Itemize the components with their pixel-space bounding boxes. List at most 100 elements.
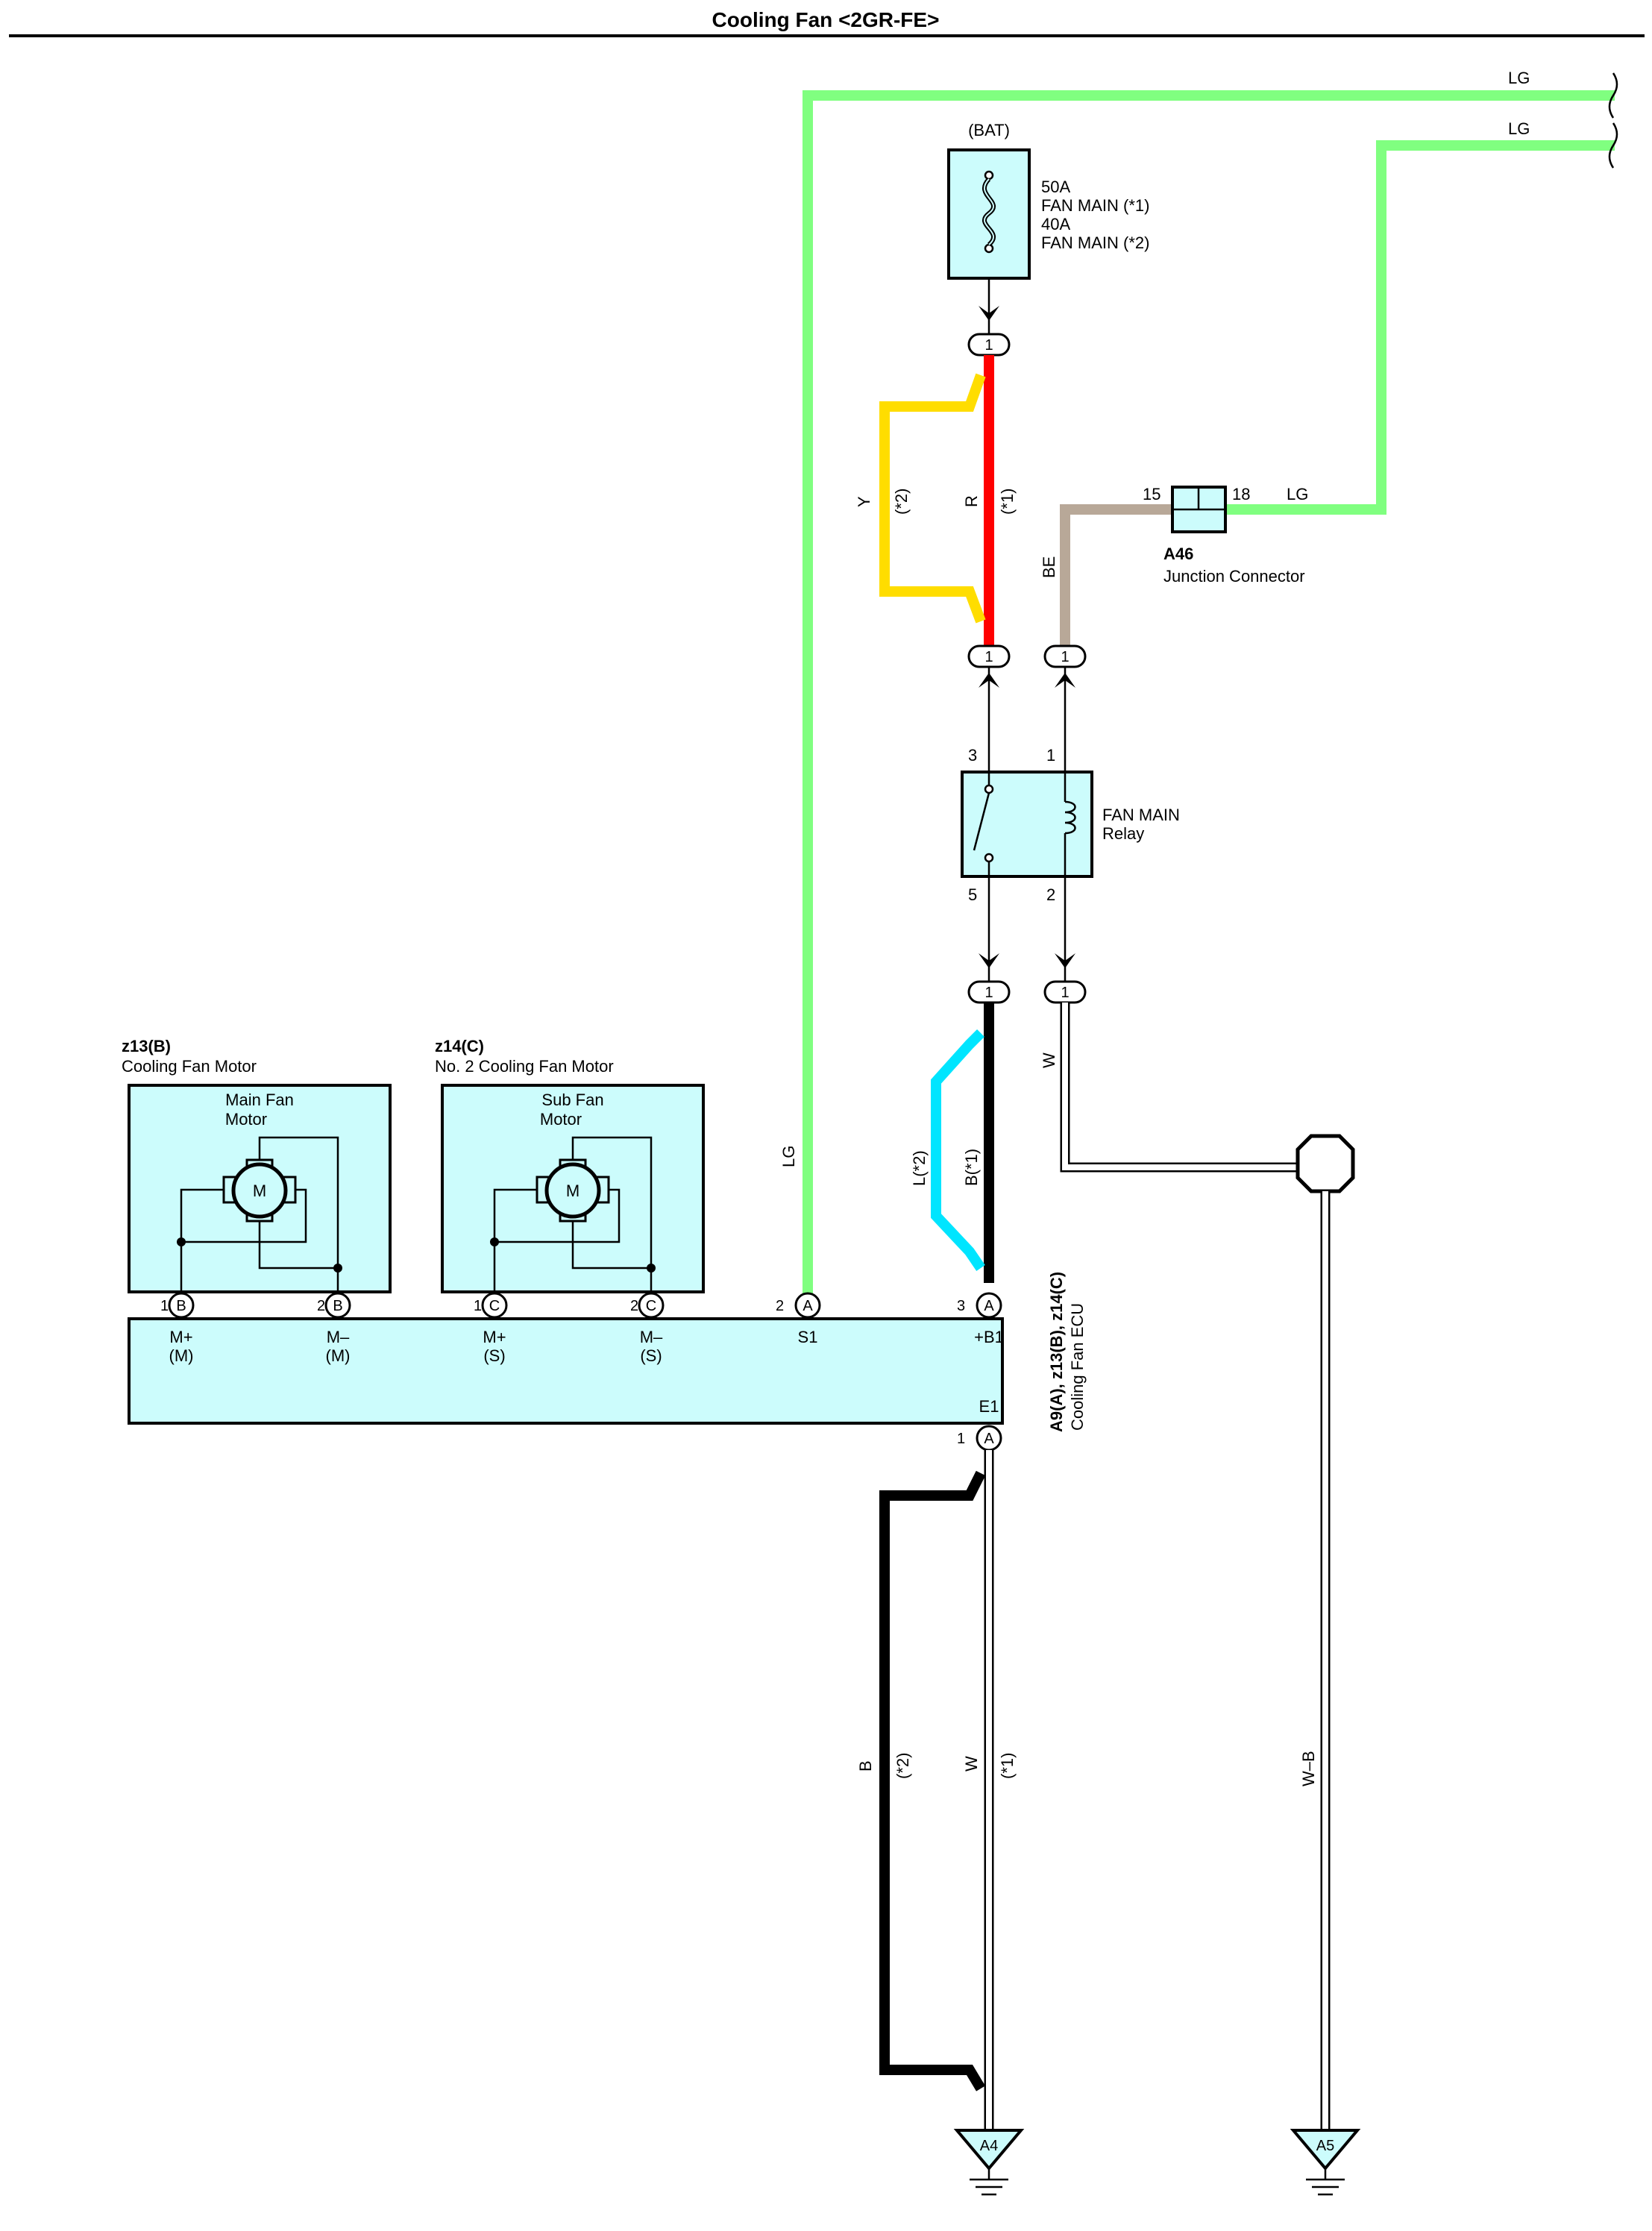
fuse-name-2: FAN MAIN (*2) — [1041, 233, 1149, 252]
fuse-rating-1: 50A — [1041, 178, 1070, 196]
relay-pin3: 3 — [968, 746, 977, 765]
ecu-terminal-sub: (M) — [326, 1346, 351, 1365]
ecu-terminal-conn: B — [176, 1298, 186, 1314]
relay-pin5: 5 — [968, 885, 977, 904]
wire-l — [931, 1029, 985, 1271]
relay-name-2: Relay — [1102, 824, 1144, 843]
wire-label-y: Y — [855, 496, 873, 507]
motor-sub-inner-1: Sub Fan — [541, 1091, 603, 1109]
wire-label-lg-top: LG — [1508, 69, 1530, 87]
junction-pin-left: 15 — [1143, 485, 1161, 503]
ecu-terminal-circle — [481, 1292, 508, 1319]
junction-name: Junction Connector — [1163, 567, 1305, 586]
diagram-title: Cooling Fan <2GR-FE> — [712, 8, 940, 31]
wire-label-wb: W–B — [1299, 1751, 1318, 1786]
fuse-rating-2: 40A — [1041, 215, 1070, 233]
ecu-terminal-conn: C — [646, 1298, 656, 1314]
motor-sub-circuit — [490, 1136, 656, 1304]
ecu-terminal-sub: (S) — [483, 1346, 505, 1365]
ecu-terminal-circle — [168, 1292, 195, 1319]
connector-relay-out-left-pin: 1 — [984, 985, 993, 1001]
ecu-terminal-circle — [638, 1292, 665, 1319]
motor-main-symbol-circle — [231, 1162, 288, 1219]
ecu-terminal-label: +B1 — [974, 1328, 1004, 1346]
wire-label-l: L(*2) — [910, 1150, 929, 1186]
wire-w-relay — [1060, 1002, 1305, 1173]
ecu-terminal-label: M+ — [483, 1328, 506, 1346]
ecu-terminal-pin: 3 — [957, 1298, 965, 1314]
junction-code: A46 — [1163, 545, 1193, 563]
ecu-terminal-label: S1 — [798, 1328, 818, 1346]
motor-main-name: Cooling Fan Motor — [122, 1057, 257, 1076]
arrow-relay-out-right — [1055, 953, 1075, 968]
motor-main-inner-1: Main Fan — [225, 1091, 294, 1109]
wire-label-lg-s1: LG — [779, 1146, 798, 1167]
ecu-terminal-conn: A — [803, 1298, 813, 1314]
wire-label-y-note: (*2) — [892, 489, 911, 515]
ecu-terminal-conn: A — [984, 1298, 994, 1314]
relay-coil-icon — [1064, 772, 1076, 876]
wire-b-ground — [879, 1470, 986, 2092]
junction-pin-right: 18 — [1232, 485, 1250, 503]
wire-y — [879, 373, 986, 624]
ecu-ground-conn: A — [984, 1431, 994, 1447]
motor-main-symbol: M — [253, 1182, 266, 1200]
connector-relay-in-left-pin: 1 — [984, 649, 993, 665]
wire-label-b-plus-b1: B(*1) — [962, 1149, 981, 1186]
arrow-relay-out-left — [979, 953, 999, 968]
motor-sub-symbol-circle — [544, 1162, 601, 1219]
wire-label-w-ground: W — [962, 1756, 981, 1772]
ecu-terminal-label: M+ — [169, 1328, 192, 1346]
motor-sub-inner-2: Motor — [540, 1110, 582, 1129]
ground-label-a5: A5 — [1316, 2138, 1334, 2154]
ecu-terminals: 1 B M+ (M) 2 B M– (M) 1 C M+ (S) 2 C M– … — [160, 1292, 1004, 1452]
ecu-terminal-circle — [794, 1292, 821, 1319]
ecu-terminal-pin: 1 — [474, 1298, 482, 1314]
motor-main-circuit — [177, 1136, 342, 1304]
break-mark-top — [1608, 72, 1618, 119]
relay-name-1: FAN MAIN — [1102, 806, 1180, 824]
wire-label-w-ground-note: (*1) — [998, 1753, 1017, 1779]
ecu-terminal-sub: (S) — [640, 1346, 662, 1365]
wire-label-be: BE — [1040, 556, 1058, 578]
relay-pin1: 1 — [1046, 746, 1055, 765]
ecu-body — [128, 1317, 1004, 1425]
ground-point-a5 — [1290, 2129, 1361, 2196]
wire-label-b-ground: B — [856, 1760, 875, 1772]
motor-main-code: z13(B) — [122, 1037, 171, 1055]
ecu-code: A9(A), z13(B), z14(C) — [1047, 1272, 1066, 1432]
connector-relay-in-right-pin: 1 — [1061, 649, 1069, 665]
relay-switch-icon — [973, 772, 994, 876]
wire-label-w-relay: W — [1040, 1052, 1058, 1068]
relay-pin2: 2 — [1046, 885, 1055, 904]
arrow-fuse-out — [979, 306, 999, 321]
splice-point — [1295, 1134, 1355, 1193]
connector-relay-out-right-pin: 1 — [1061, 985, 1069, 1001]
motor-main-inner-2: Motor — [225, 1110, 267, 1129]
ecu-ground-label: E1 — [979, 1397, 999, 1416]
motor-sub-symbol: M — [566, 1182, 580, 1200]
wire-be — [1060, 504, 1172, 646]
lg-wires — [803, 90, 1615, 1304]
ground-label-a4: A4 — [980, 2138, 998, 2154]
ecu-terminal-label: M– — [327, 1328, 350, 1346]
fuse-source-label: (BAT) — [968, 121, 1010, 139]
ecu-terminal-conn: C — [489, 1298, 500, 1314]
ecu-terminal-conn: B — [333, 1298, 342, 1314]
wire-lg-a46 — [1225, 140, 1615, 515]
ecu-terminal-label: M– — [640, 1328, 663, 1346]
wire-lg-s1 — [803, 90, 1615, 1304]
wire-label-lg-a46-out: LG — [1287, 485, 1308, 503]
ecu-terminal-pin: 2 — [317, 1298, 325, 1314]
ecu-terminal-pin: 2 — [776, 1298, 784, 1314]
ground-point-a4 — [953, 2129, 1025, 2196]
wire-label-lg-second: LG — [1508, 119, 1530, 138]
ecu-terminal-circle — [976, 1292, 1002, 1319]
ecu-terminal-pin: 2 — [630, 1298, 638, 1314]
fuse-name-1: FAN MAIN (*1) — [1041, 196, 1149, 215]
motor-sub-name: No. 2 Cooling Fan Motor — [435, 1057, 614, 1076]
ecu-ground-pin: 1 — [957, 1431, 965, 1447]
ecu-terminal-pin: 1 — [160, 1298, 169, 1314]
wire-label-b-ground-note: (*2) — [893, 1753, 912, 1779]
